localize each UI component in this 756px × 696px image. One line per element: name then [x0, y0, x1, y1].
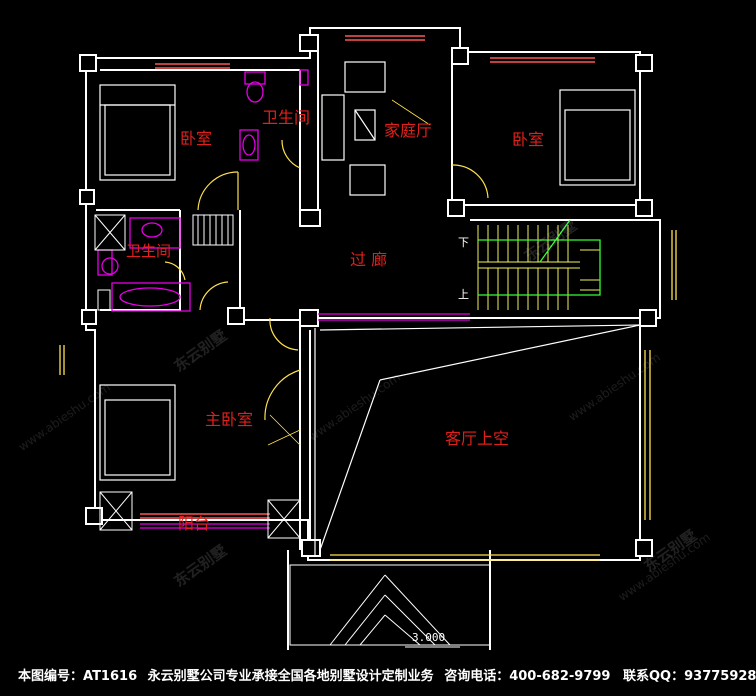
room-label-family-hall: 家庭厅 — [384, 121, 433, 140]
footer-info-bar: 本图编号：AT1616 永云别墅公司专业承接全国各地别墅设计定制业务 咨询电话：… — [0, 662, 756, 696]
room-label-bedroom-left: 卧室 — [180, 129, 213, 148]
windows — [140, 35, 595, 519]
shower-box — [94, 214, 301, 539]
room-label-bedroom-right: 卧室 — [512, 130, 545, 149]
walls — [85, 27, 661, 650]
footer-qq: 93775928 — [684, 669, 756, 684]
sofas — [321, 61, 386, 196]
dimension-label: 3.000 — [412, 631, 446, 644]
beds — [99, 84, 636, 481]
footer-drawing-no: AT1616 — [83, 669, 138, 684]
stair-up-label: 上 — [458, 288, 469, 301]
footer-company-text: 永云别墅公司专业承接全国各地别墅设计定制业务 — [147, 669, 434, 684]
doors — [164, 139, 489, 421]
columns — [79, 34, 657, 557]
railing — [140, 313, 470, 529]
room-label-corridor: 过 廊 — [350, 250, 388, 269]
stair-arrow — [478, 219, 601, 296]
footer-phone: 400-682-9799 — [509, 669, 611, 684]
footer-phone-label: 咨询电话： — [444, 669, 510, 684]
room-label-bathroom-left: 卫生间 — [126, 242, 172, 260]
bathroom-fixtures — [97, 69, 309, 312]
room-label-balcony: 阳台 — [178, 514, 211, 533]
void-lines — [314, 324, 641, 555]
room-label-bathroom-top: 卫生间 — [262, 108, 311, 127]
stair-down-label: 下 — [458, 236, 469, 249]
room-label-living-void: 客厅上空 — [445, 429, 510, 448]
side-windows — [59, 230, 677, 561]
room-label-master-bedroom: 主卧室 — [205, 410, 254, 429]
footer-qq-label: 联系QQ： — [623, 669, 685, 684]
lower-stair — [289, 564, 491, 646]
footer-drawing-no-label: 本图编号： — [18, 669, 84, 684]
small-stair — [192, 214, 234, 246]
staircase — [477, 225, 600, 310]
hatch — [267, 99, 431, 446]
